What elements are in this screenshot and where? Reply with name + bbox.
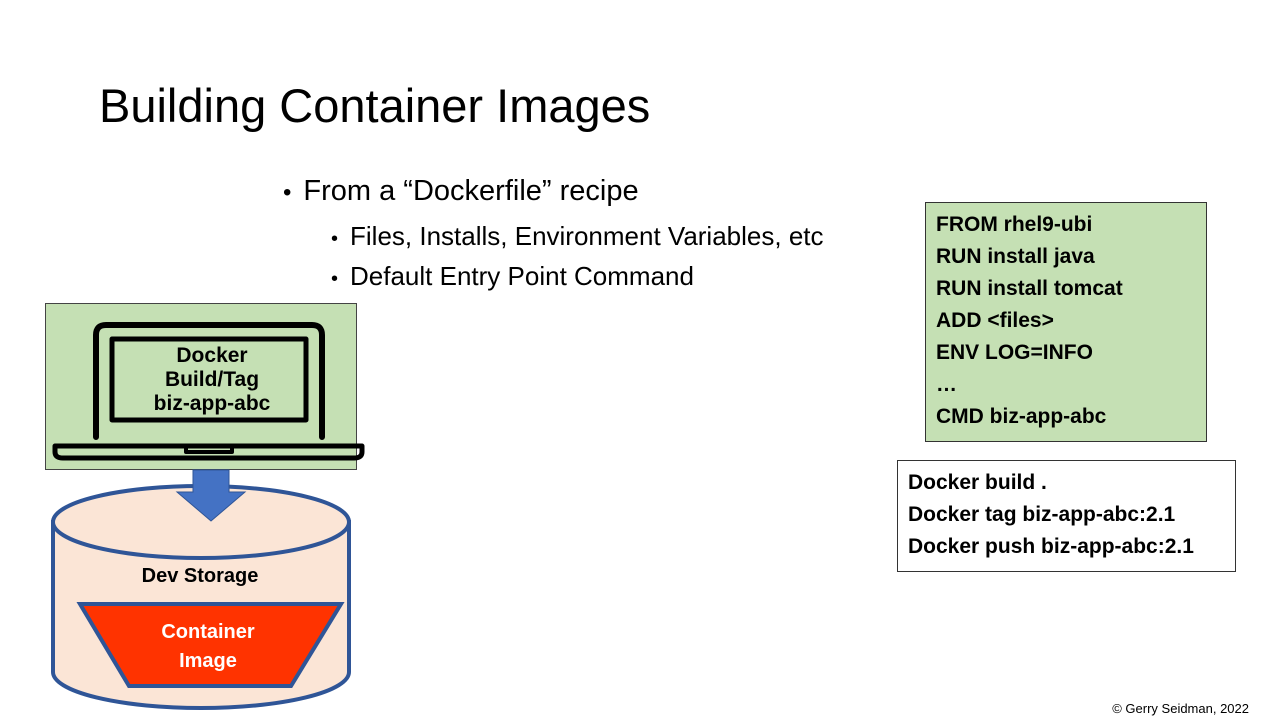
command-line: Docker push biz-app-abc:2.1 — [908, 535, 1194, 558]
laptop-label-line-3: biz-app-abc — [153, 392, 271, 415]
dockerfile-line: FROM rhel9-ubi — [936, 213, 1093, 236]
bullet-dot-icon: • — [331, 268, 339, 290]
slide-title: Building Container Images — [99, 79, 651, 132]
command-line: Docker tag biz-app-abc:2.1 — [908, 503, 1176, 526]
laptop-label-line-2: Build/Tag — [164, 368, 260, 391]
dev-storage-label: Dev Storage — [141, 565, 259, 587]
bullet-sub-2-text: Default Entry Point Command — [350, 261, 694, 291]
bullet-sub-2: • Default Entry Point Command — [331, 259, 694, 296]
laptop-label: Docker Build/Tag biz-app-abc — [120, 344, 304, 416]
container-image-line-1: Container — [161, 621, 255, 643]
arrow-down-icon — [175, 469, 247, 522]
docker-commands-box: Docker build . Docker tag biz-app-abc:2.… — [897, 460, 1236, 572]
command-line: Docker build . — [908, 471, 1047, 494]
container-image-line-2: Image — [179, 650, 237, 672]
dockerfile-box: FROM rhel9-ubi RUN install java RUN inst… — [925, 202, 1207, 442]
bullet-dot-icon: • — [331, 228, 339, 250]
dockerfile-line: RUN install java — [936, 245, 1095, 268]
dockerfile-line: … — [936, 373, 957, 396]
container-image-label: Container Image — [128, 618, 288, 676]
bullet-sub-1-text: Files, Installs, Environment Variables, … — [350, 221, 824, 251]
laptop-label-line-1: Docker — [176, 344, 248, 367]
dockerfile-line: CMD biz-app-abc — [936, 405, 1107, 428]
laptop-icon — [52, 322, 365, 461]
copyright-notice: © Gerry Seidman, 2022 — [1112, 701, 1249, 716]
dockerfile-line: ENV LOG=INFO — [936, 341, 1093, 364]
dockerfile-line: RUN install tomcat — [936, 277, 1123, 300]
bullet-dot-icon: • — [283, 179, 292, 206]
bullet-main-text: From a “Dockerfile” recipe — [303, 175, 639, 207]
bullet-main: • From a “Dockerfile” recipe — [283, 172, 639, 212]
bullet-sub-1: • Files, Installs, Environment Variables,… — [331, 219, 824, 256]
dockerfile-line: ADD <files> — [936, 309, 1054, 332]
container-image-shape — [76, 602, 345, 688]
